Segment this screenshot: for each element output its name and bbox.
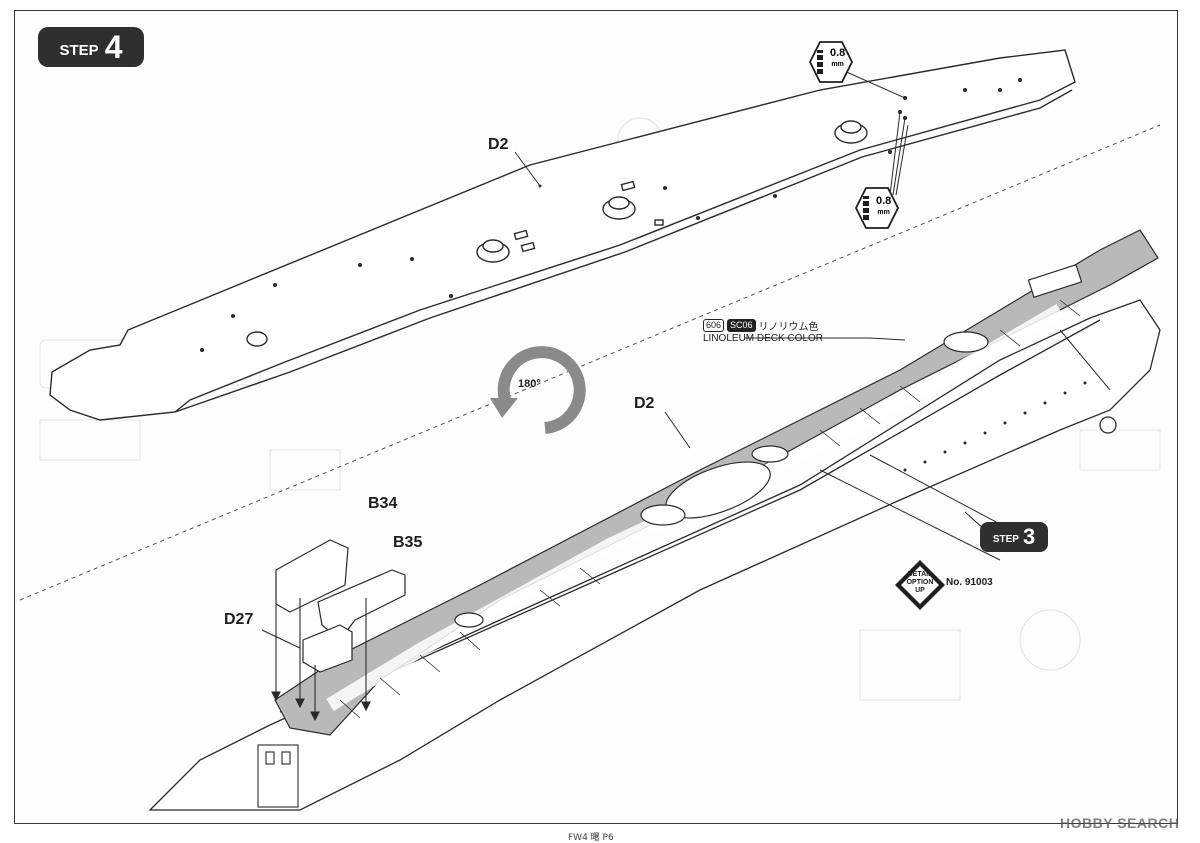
- step-reference-badge: STEP 3: [980, 522, 1048, 552]
- deck-part-d2-hull: [274, 229, 1159, 736]
- detail-option-reference: No. 91003: [946, 577, 993, 588]
- dashed-guide-line: [19, 124, 1161, 601]
- small-parts: [275, 539, 406, 673]
- drill-icon: [808, 41, 854, 83]
- part-b34-shape: [275, 539, 349, 613]
- step-ref-word: STEP: [992, 533, 1019, 545]
- step-ref-number: 3: [1022, 524, 1036, 549]
- color-name-jp: リノリウム色: [758, 322, 819, 333]
- part-label-b35: B35: [393, 534, 423, 551]
- part-label-b34: B34: [368, 495, 398, 512]
- part-label-d2-hull: D2: [634, 395, 655, 412]
- step-number: 4: [104, 28, 123, 65]
- color-code-chip-dark: SC06: [727, 319, 756, 332]
- drill-size-label: 0.8 mm: [876, 195, 892, 217]
- part-label-d2-top: D2: [488, 136, 509, 153]
- rotate-label: 180°: [518, 378, 541, 390]
- detail-option-icon: [895, 560, 945, 610]
- step-word: STEP: [59, 41, 99, 59]
- drill-size-label: 0.8 mm: [830, 47, 846, 69]
- rotate-arrow-icon: [490, 346, 586, 434]
- color-code-chip: 606: [703, 319, 725, 332]
- color-name-en: LINOLEUM DECK COLOR: [703, 333, 824, 344]
- drill-icon: [854, 187, 900, 229]
- part-d27-shape: [302, 624, 353, 673]
- step-badge: STEP 4: [38, 27, 144, 67]
- part-label-d27: D27: [224, 611, 254, 628]
- deck-part-d2-top: [49, 49, 1076, 421]
- watermark: HOBBY SEARCH: [1060, 815, 1180, 831]
- detail-option-text: DETAIL OPTION UP: [906, 571, 934, 594]
- part-b35-shape: [317, 569, 406, 641]
- hull-assembly: [148, 299, 1161, 811]
- color-callout: 606 SC06 リノリウム色 LINOLEUM DECK COLOR: [703, 318, 823, 344]
- page-footer: FW4 曙 P6: [568, 833, 614, 843]
